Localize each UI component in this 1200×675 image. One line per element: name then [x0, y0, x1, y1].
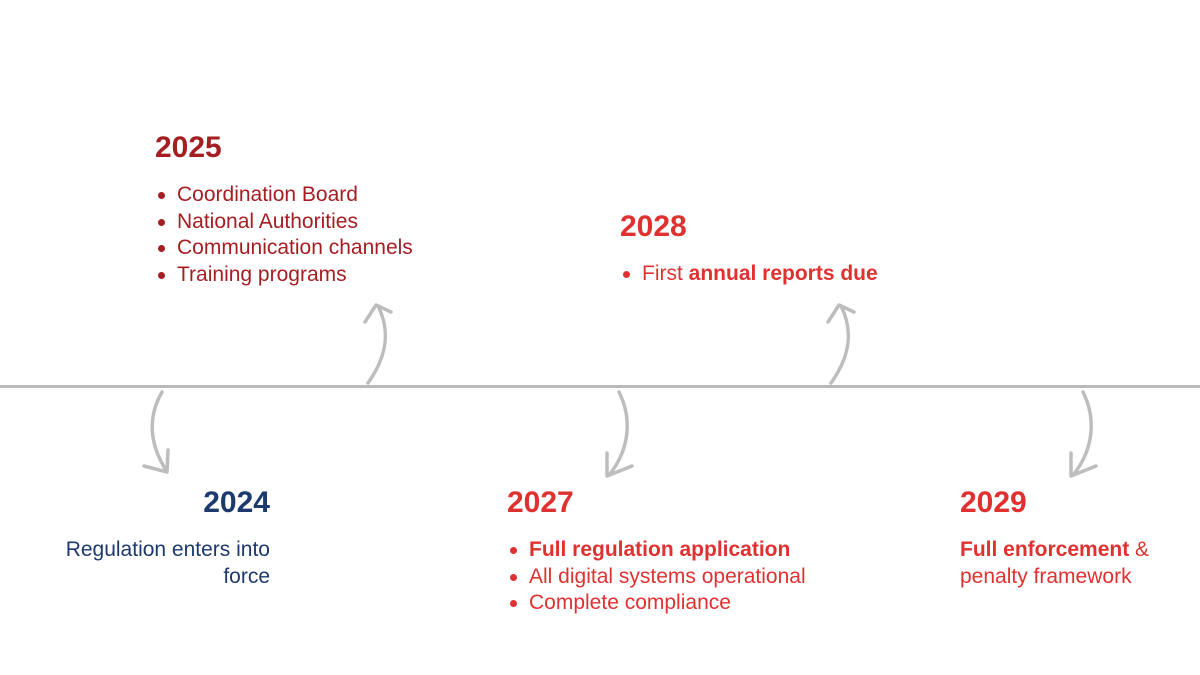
milestone-year: 2025 — [155, 131, 222, 164]
milestone-items: First annual reports due — [620, 261, 878, 288]
milestone-2028: 2028 First annual reports due — [620, 210, 878, 288]
milestone-2029: 2029 Full enforcement & penalty framewor… — [960, 486, 1190, 590]
list-item: Communication channels — [155, 235, 413, 262]
list-item: Complete compliance — [507, 590, 806, 617]
description-rest: & penalty framework — [960, 538, 1150, 588]
curved-arrow-down-icon — [142, 390, 170, 474]
curved-arrow-up-icon — [826, 303, 856, 385]
item-emphasis: Full enforcement — [960, 538, 1130, 561]
item-prefix: First — [642, 262, 689, 285]
milestone-2025: 2025 Coordination Board National Authori… — [155, 131, 413, 288]
list-item: Full regulation application — [507, 537, 806, 564]
list-item: Training programs — [155, 262, 413, 289]
milestone-year: 2029 — [960, 486, 1027, 519]
item-emphasis: annual reports due — [688, 262, 878, 285]
milestone-description: Full enforcement & penalty framework — [960, 537, 1190, 590]
milestone-year: 2027 — [507, 486, 574, 519]
milestone-2024: 2024 Regulation enters into force — [20, 486, 270, 590]
timeline-axis — [0, 385, 1200, 388]
milestone-2027: 2027 Full regulation application All dig… — [507, 486, 806, 617]
milestone-year: 2028 — [620, 210, 687, 243]
milestone-year: 2024 — [203, 486, 270, 519]
list-item: All digital systems operational — [507, 564, 806, 591]
milestone-items: Coordination Board National Authorities … — [155, 182, 413, 288]
curved-arrow-up-icon — [363, 303, 393, 385]
list-item: National Authorities — [155, 209, 413, 236]
list-item: Coordination Board — [155, 182, 413, 209]
milestone-items: Full regulation application All digital … — [507, 537, 806, 617]
list-item: First annual reports due — [620, 261, 878, 288]
curved-arrow-down-icon — [605, 390, 634, 478]
milestone-description: Regulation enters into force — [65, 538, 270, 588]
curved-arrow-down-icon — [1069, 390, 1098, 478]
item-emphasis: Full regulation application — [529, 538, 791, 561]
